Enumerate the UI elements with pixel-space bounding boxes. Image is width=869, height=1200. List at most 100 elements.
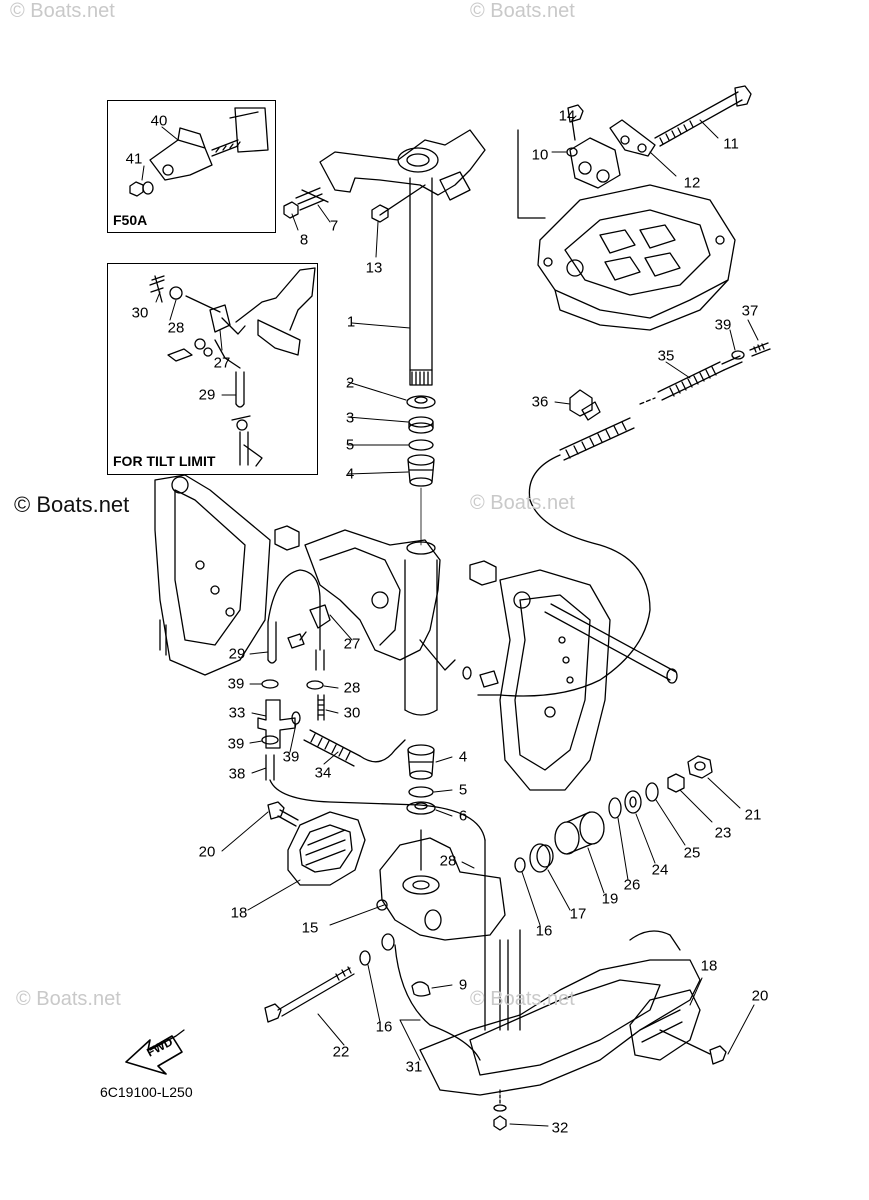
callout-number: 8 xyxy=(299,231,309,249)
engine-base-bracket xyxy=(537,184,736,331)
callout-number: 37 xyxy=(741,302,759,320)
callout-number: 39 xyxy=(714,316,732,334)
mount-rubber-18-left xyxy=(287,811,366,886)
callout-number: 30 xyxy=(131,304,149,322)
callout-number: 18 xyxy=(230,904,248,922)
callout-number: 21 xyxy=(744,806,762,824)
grommet-17 xyxy=(529,843,554,873)
steering-arm xyxy=(319,129,486,201)
callout-number: 24 xyxy=(651,861,669,879)
watermark: © Boats.net xyxy=(10,0,115,22)
callout-number: 26 xyxy=(623,876,641,894)
inset-tilt-limit xyxy=(107,263,318,475)
lower-mount-15 xyxy=(376,829,506,941)
callout-number: 7 xyxy=(329,217,339,235)
nut-13 xyxy=(371,184,426,223)
drawing-code: 6C19100-L250 xyxy=(100,1084,193,1100)
callout-number: 11 xyxy=(723,135,739,153)
callout-number: 36 xyxy=(531,393,549,411)
callout-number: 6 xyxy=(458,807,468,825)
bushing-4-lower xyxy=(407,744,435,780)
clip-36 xyxy=(569,389,601,421)
callout-number: 16 xyxy=(535,922,553,940)
watermark: © Boats.net xyxy=(470,0,575,22)
callout-number: 28 xyxy=(439,852,457,870)
bracket-10-14 xyxy=(566,104,621,189)
inset-f50a-label: F50A xyxy=(113,212,148,228)
upper-casing xyxy=(419,929,701,1096)
callout-number: 32 xyxy=(551,1119,569,1137)
watermark: © Boats.net xyxy=(470,988,575,1010)
callout-number: 22 xyxy=(332,1043,350,1061)
clamp-bracket-right xyxy=(469,560,611,791)
bolt-20-left xyxy=(267,801,299,827)
callout-number: 35 xyxy=(657,347,675,365)
callout-number: 4 xyxy=(345,465,355,483)
callout-number: 34 xyxy=(314,764,332,782)
callout-number: 39 xyxy=(227,675,245,693)
oring-5-upper xyxy=(408,439,434,451)
callout-number: 31 xyxy=(405,1058,423,1076)
mount-rubber-18-right xyxy=(629,989,701,1061)
callout-number: 23 xyxy=(714,824,732,842)
callout-number: 20 xyxy=(751,987,769,1005)
bushing-3 xyxy=(408,416,434,434)
callout-number: 3 xyxy=(345,409,355,427)
callout-number: 27 xyxy=(213,354,231,372)
clip-39-upper xyxy=(731,342,771,360)
fwd-arrow-icon xyxy=(125,1029,185,1075)
washer-6 xyxy=(406,801,436,815)
clip-9 xyxy=(411,981,431,997)
bolt-22 xyxy=(264,966,355,1023)
callout-number: 39 xyxy=(282,748,300,766)
callout-number: 30 xyxy=(343,704,361,722)
callout-number: 18 xyxy=(700,957,718,975)
callout-number: 19 xyxy=(601,890,619,908)
callout-number: 41 xyxy=(125,150,143,168)
callout-number: 15 xyxy=(301,919,319,937)
tilt-limit-parts xyxy=(149,267,316,467)
plate-12 xyxy=(609,119,656,157)
callout-number: 29 xyxy=(228,645,246,663)
hose-assembly-left xyxy=(257,569,486,841)
callout-number: 9 xyxy=(458,976,468,994)
bolt-7-8 xyxy=(283,187,329,219)
callout-number: 1 xyxy=(346,313,356,331)
callout-number: 4 xyxy=(458,748,468,766)
callout-number: 5 xyxy=(345,436,355,454)
washers-23-26 xyxy=(608,755,713,819)
leader-lines xyxy=(141,115,759,1127)
swivel-bracket xyxy=(304,529,472,716)
clamp-bracket-left xyxy=(154,474,300,676)
bushing-4-upper xyxy=(407,454,435,487)
callout-number: 12 xyxy=(683,174,701,192)
callout-number: 17 xyxy=(569,905,587,923)
watermark: © Boats.net xyxy=(14,492,130,517)
leader-bracket xyxy=(517,129,546,219)
tilt-tube xyxy=(544,603,678,684)
callout-number: 25 xyxy=(683,844,701,862)
hose-31 xyxy=(394,839,486,1061)
washer-16 xyxy=(359,857,526,966)
callout-number: 2 xyxy=(345,374,355,392)
inset-f50a xyxy=(107,100,276,233)
watermark: © Boats.net xyxy=(470,492,575,514)
washer-2 xyxy=(406,395,436,409)
screw-32 xyxy=(493,1089,507,1131)
callout-number: 5 xyxy=(458,781,468,799)
callout-number: 40 xyxy=(150,112,168,130)
callout-number: 10 xyxy=(531,146,549,164)
callout-number: 39 xyxy=(227,735,245,753)
f50a-nut-41 xyxy=(129,181,154,197)
callout-number: 33 xyxy=(228,704,246,722)
callout-number: 29 xyxy=(198,386,216,404)
callout-number: 38 xyxy=(228,765,246,783)
watermark: © Boats.net xyxy=(16,988,121,1010)
bolt-11 xyxy=(654,85,752,147)
inset-tilt-limit-label: FOR TILT LIMIT xyxy=(113,453,216,469)
callout-number: 28 xyxy=(167,319,185,337)
steering-shaft-1 xyxy=(409,177,433,386)
callout-number: 20 xyxy=(198,843,216,861)
callout-number: 16 xyxy=(375,1018,393,1036)
